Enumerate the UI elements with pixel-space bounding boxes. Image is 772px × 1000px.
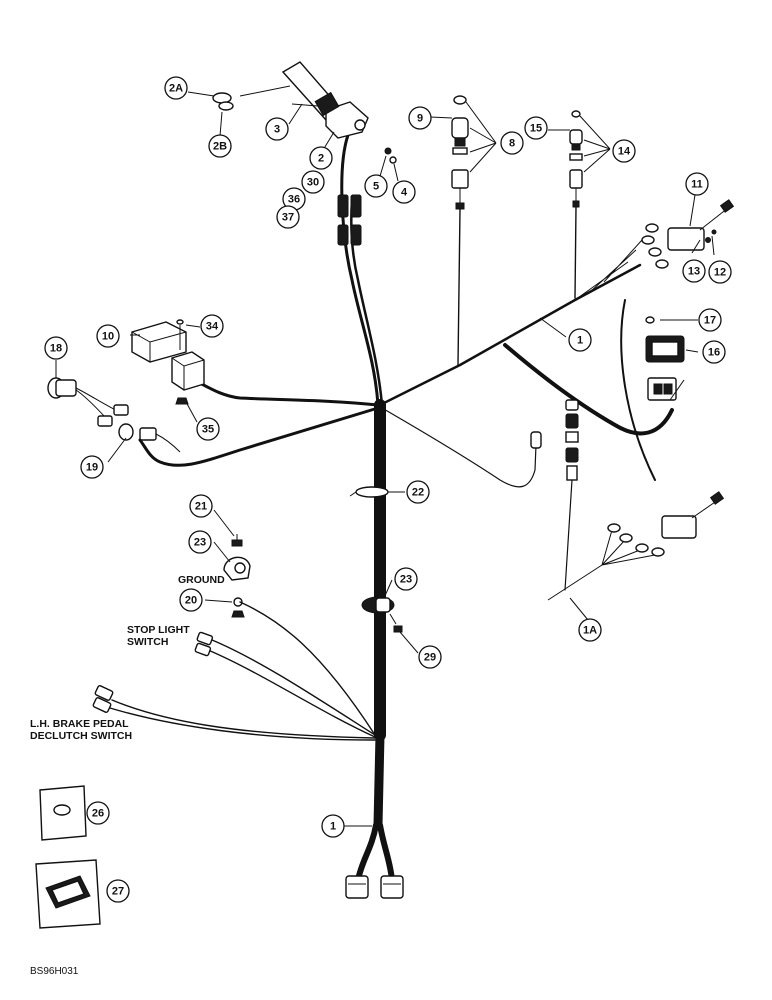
callout-19: 19 xyxy=(80,455,104,479)
callout-5: 5 xyxy=(364,174,388,198)
callout-label: 16 xyxy=(708,347,720,359)
switch-assembly-1a xyxy=(547,491,725,601)
brake-switch-label-line2: DECLUTCH SWITCH xyxy=(30,730,133,742)
right-branches xyxy=(378,239,674,481)
callout-23: 23 xyxy=(188,530,212,554)
callout-label: 22 xyxy=(412,487,424,499)
callout-34: 34 xyxy=(200,314,224,338)
callout-label: 5 xyxy=(373,181,379,193)
callout-label: 34 xyxy=(206,321,219,333)
callout-26: 26 xyxy=(86,801,110,825)
callout-20: 20 xyxy=(179,588,203,612)
callout-label: 2 xyxy=(318,153,324,165)
clamp-23-ground xyxy=(223,534,251,581)
callout-label: 15 xyxy=(530,123,542,135)
callout-8: 8 xyxy=(500,131,524,155)
thin-branch xyxy=(381,407,542,488)
callout-label: 4 xyxy=(401,187,408,199)
indicator-lamp-14 xyxy=(569,110,583,299)
stop-light-label-line2: SWITCH xyxy=(127,636,169,648)
callout-label: 9 xyxy=(417,113,423,125)
callout-27: 27 xyxy=(106,879,130,903)
callout-label: 2A xyxy=(169,83,183,95)
callout-1: 1 xyxy=(321,814,345,838)
indicator-lamp-8 xyxy=(451,95,469,366)
left-branches xyxy=(138,371,380,467)
callout-label: 30 xyxy=(307,177,319,189)
callout-label: 37 xyxy=(282,212,294,224)
callout-2b: 2B xyxy=(208,134,232,158)
callout-label: 13 xyxy=(688,266,700,278)
callout-label: 20 xyxy=(185,595,197,607)
callout-label: 26 xyxy=(92,808,104,820)
callout-label: 12 xyxy=(714,267,726,279)
callout-3: 3 xyxy=(265,117,289,141)
callout-label: 2B xyxy=(213,141,227,153)
callout-label: 10 xyxy=(102,331,114,343)
brake-switch-label-line1: L.H. BRAKE PEDAL xyxy=(30,718,129,730)
stop-light-label-line1: STOP LIGHT xyxy=(127,624,190,636)
callout-label: 3 xyxy=(274,124,280,136)
callout-13: 13 xyxy=(682,259,706,283)
callout-17: 17 xyxy=(698,308,722,332)
callout-label: 1 xyxy=(330,821,336,833)
callout-label: 36 xyxy=(288,194,300,206)
callout-label: 23 xyxy=(400,574,412,586)
callout-label: 35 xyxy=(202,424,214,436)
callout-1: 1 xyxy=(568,328,592,352)
connector-19 xyxy=(118,423,181,453)
ground-label: GROUND xyxy=(178,574,225,586)
callout-12: 12 xyxy=(708,260,732,284)
callout-label: 21 xyxy=(195,501,207,513)
callout-22: 22 xyxy=(406,480,430,504)
callout-16: 16 xyxy=(702,340,726,364)
grommet-26 xyxy=(39,785,87,841)
callout-2a: 2A xyxy=(164,76,188,100)
callout-9: 9 xyxy=(408,106,432,130)
callout-label: 19 xyxy=(86,462,98,474)
callout-11: 11 xyxy=(685,172,709,196)
callout-30: 30 xyxy=(301,170,325,194)
callout-label: 27 xyxy=(112,886,124,898)
rocker-switch-16 xyxy=(645,316,685,401)
callout-14: 14 xyxy=(612,139,636,163)
callout-label: 17 xyxy=(704,315,716,327)
plate-27 xyxy=(35,859,101,929)
callout-29: 29 xyxy=(418,645,442,669)
callout-35: 35 xyxy=(196,417,220,441)
callout-10: 10 xyxy=(96,324,120,348)
callout-label: 8 xyxy=(509,138,515,150)
key-switch-assembly xyxy=(212,61,397,164)
leader-lines xyxy=(55,91,715,827)
callout-23: 23 xyxy=(394,567,418,591)
relay-10 xyxy=(131,319,205,405)
callout-1a: 1A xyxy=(578,618,602,642)
callout-4: 4 xyxy=(392,180,416,204)
callout-21: 21 xyxy=(189,494,213,518)
bottom-connectors xyxy=(345,875,404,899)
callout-label: 29 xyxy=(424,652,436,664)
callout-label: 14 xyxy=(618,146,631,158)
lamp-stack xyxy=(564,399,579,591)
clamp-22 xyxy=(349,486,389,498)
callout-label: 1 xyxy=(577,335,583,347)
callout-label: 23 xyxy=(194,537,206,549)
callout-label: 11 xyxy=(691,179,703,191)
callout-label: 1A xyxy=(583,625,597,637)
figure-code: BS96H031 xyxy=(30,966,79,977)
clamp-23-trunk xyxy=(361,596,403,633)
main-harness-trunk xyxy=(355,399,395,883)
switch-11 xyxy=(641,199,735,269)
callout-15: 15 xyxy=(524,116,548,140)
ignition-branch xyxy=(337,133,384,407)
callout-2: 2 xyxy=(309,146,333,170)
connector-18 xyxy=(47,377,129,427)
callout-18: 18 xyxy=(44,336,68,360)
callout-37: 37 xyxy=(276,205,300,229)
lower-left-wires xyxy=(92,597,376,741)
callout-label: 18 xyxy=(50,343,62,355)
